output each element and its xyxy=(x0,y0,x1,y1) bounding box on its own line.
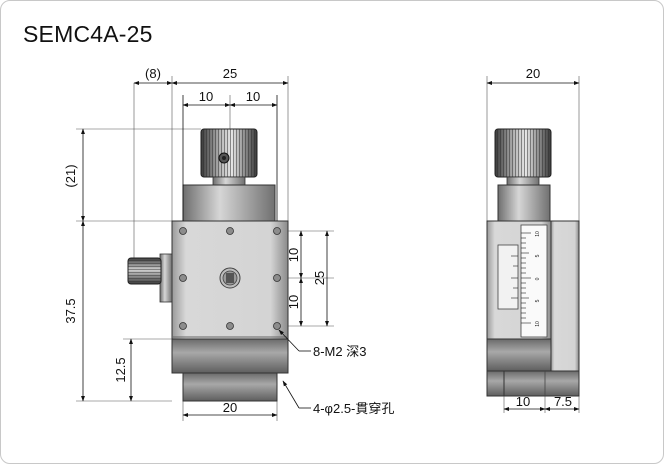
note-through-holes: 4-φ2.5-貫穿孔 xyxy=(313,401,394,416)
side-dim-flange: 7.5 xyxy=(554,394,572,409)
dim-height-base: 12.5 xyxy=(113,357,128,382)
dim-hole-span: 25 xyxy=(312,271,327,285)
side-base xyxy=(486,370,580,397)
front-mounting-holes xyxy=(179,227,281,330)
front-knob xyxy=(200,128,258,186)
dim-half-left: 10 xyxy=(199,89,213,104)
scale-tick-1: 5 xyxy=(535,254,541,257)
vernier-scale: 10 5 0 5 10 xyxy=(497,224,548,338)
scale-tick-3: 5 xyxy=(535,299,541,302)
dim-offset-top: (8) xyxy=(145,66,161,81)
dim-height-knob: (21) xyxy=(63,164,78,187)
side-knob xyxy=(494,128,552,186)
dim-hole-pitch-upper: 10 xyxy=(286,248,301,262)
side-dim-offset-bottom: 10 xyxy=(516,394,530,409)
dim-base-width: 20 xyxy=(223,400,237,415)
product-title: SEMC4A-25 xyxy=(23,21,153,47)
lock-knob xyxy=(127,253,173,303)
front-leader-lines xyxy=(278,329,311,409)
dim-height-body: 37.5 xyxy=(63,298,78,323)
dim-width-top: 25 xyxy=(223,66,237,81)
front-base xyxy=(171,338,289,402)
note-tapped-holes: 8-M2 深3 xyxy=(313,344,366,359)
scale-tick-4: 10 xyxy=(535,321,541,327)
side-dim-width: 20 xyxy=(526,66,540,81)
side-dimension-lines xyxy=(486,81,580,411)
scale-tick-2: 0 xyxy=(535,277,541,280)
dim-half-right: 10 xyxy=(246,89,260,104)
front-drive-block xyxy=(182,184,276,222)
center-screw xyxy=(219,267,241,289)
dim-hole-pitch-lower: 10 xyxy=(286,295,301,309)
scale-tick-0: 10 xyxy=(535,231,541,237)
front-view: (8) 25 10 10 (21) 37.5 12.5 10 10 25 20 … xyxy=(63,66,394,421)
front-dimension-lines xyxy=(81,81,329,417)
side-drive-block xyxy=(497,184,551,222)
side-view: 10 5 0 5 10 20 10 7.5 xyxy=(486,66,580,413)
